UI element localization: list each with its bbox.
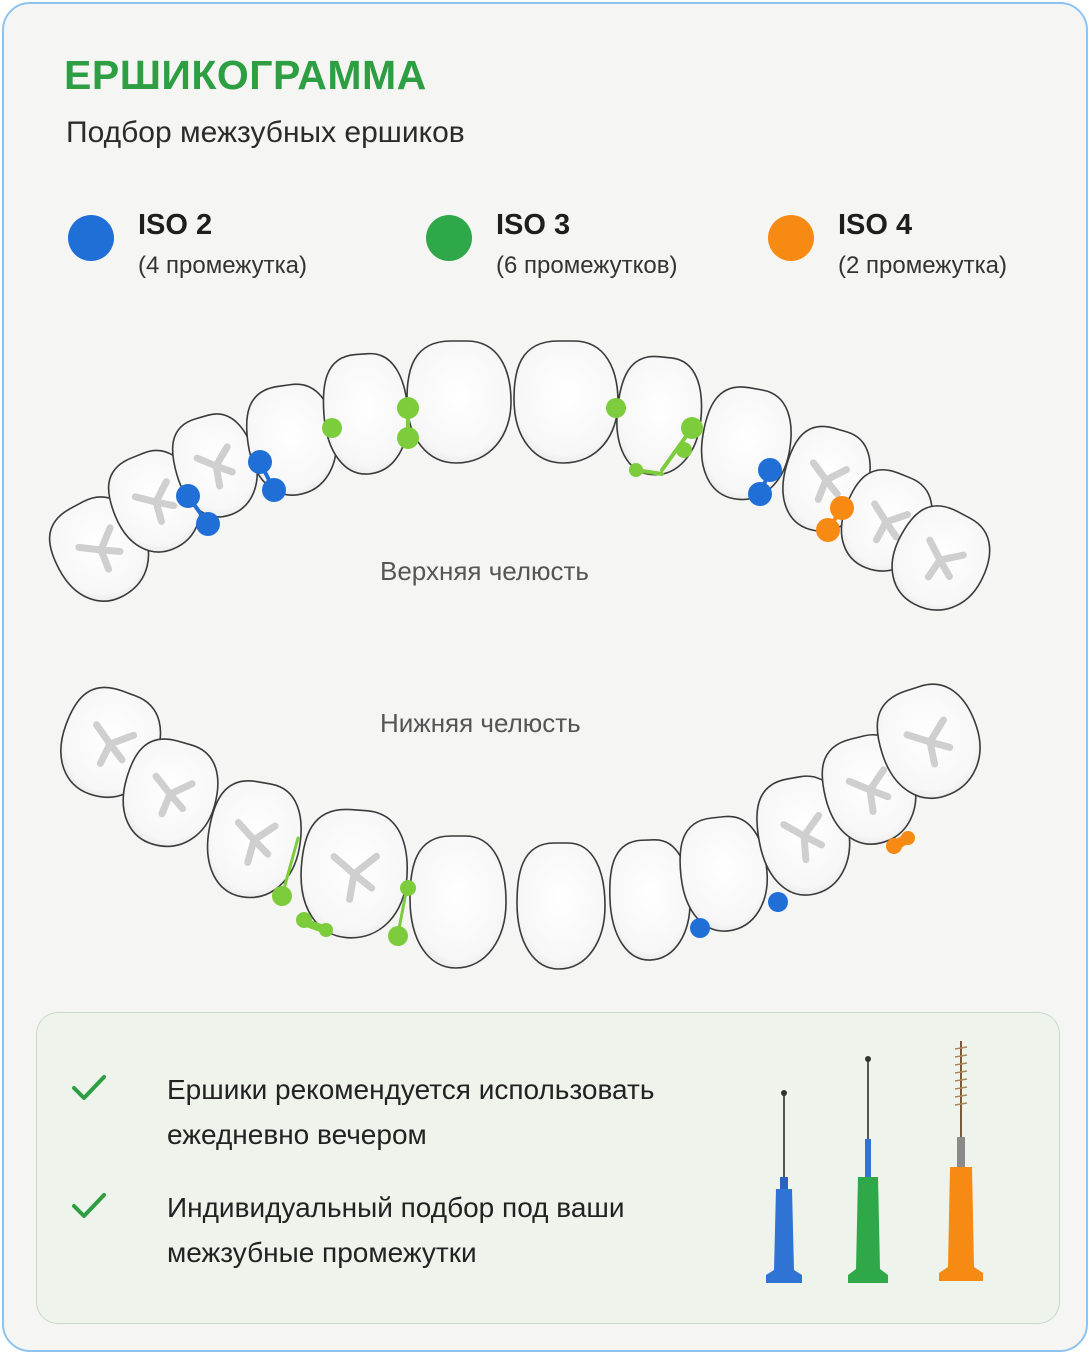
lower-tooth — [876, 683, 981, 800]
tip-text: Ершики рекомендуется использовать ежедне… — [167, 1074, 655, 1150]
brush-connector — [280, 836, 300, 898]
brush-markers — [176, 397, 915, 946]
iso3-marker — [388, 926, 408, 946]
iso2-marker — [768, 892, 788, 912]
iso4-marker — [830, 496, 854, 520]
check-icon — [72, 1193, 106, 1218]
interdental-brush-icon — [939, 1041, 983, 1281]
iso3-marker — [606, 398, 626, 418]
tip-text: Индивидуальный подбор под ваши межзубные… — [167, 1192, 625, 1268]
iso3-marker — [296, 912, 312, 928]
upper-tooth — [322, 352, 409, 475]
dental-chart — [48, 340, 991, 970]
iso2-marker — [748, 482, 772, 506]
page-subtitle: Подбор межзубных ершиков — [66, 116, 465, 149]
iso3-marker — [400, 880, 416, 896]
legend-dot-blue — [68, 215, 114, 261]
iso4-marker — [816, 518, 840, 542]
iso2-marker — [262, 478, 286, 502]
iso3-marker — [319, 923, 333, 937]
upper-tooth — [616, 355, 703, 476]
recommendations-box: Ершики рекомендуется использовать ежедне… — [36, 1012, 1060, 1324]
iso3-marker — [681, 417, 703, 439]
iso3-marker — [629, 463, 643, 477]
upper-tooth — [513, 340, 619, 464]
upper-tooth — [406, 340, 512, 464]
legend-count: (4 промежутка) — [138, 252, 307, 279]
iso2-marker — [176, 484, 200, 508]
iso3-marker — [272, 886, 292, 906]
lower-tooth — [300, 808, 408, 939]
upper-tooth — [891, 505, 991, 611]
upper-jaw-label: Верхняя челюсть — [380, 556, 589, 586]
iso3-marker — [397, 427, 419, 449]
lower-tooth — [409, 835, 507, 969]
interdental-brush-icon — [766, 1090, 802, 1283]
legend-name: ISO 2 — [138, 209, 213, 241]
page-title: ЕРШИКОГРАММА — [64, 52, 427, 98]
iso3-marker — [676, 442, 692, 458]
legend-count: (2 промежутка) — [838, 252, 1007, 279]
iso3-marker — [322, 418, 342, 438]
legend-name: ISO 4 — [838, 209, 913, 241]
lower-tooth — [756, 775, 851, 896]
lower-jaw — [60, 683, 981, 970]
lower-jaw-label: Нижняя челюсть — [380, 708, 581, 738]
interdental-brush-icon — [848, 1056, 888, 1283]
lower-tooth — [122, 738, 219, 848]
iso4-marker — [886, 838, 902, 854]
lower-tooth — [206, 780, 302, 899]
iso3-marker — [397, 397, 419, 419]
iso2-marker — [248, 450, 272, 474]
iso2-marker — [758, 458, 782, 482]
iso4-marker — [901, 831, 915, 845]
iso2-marker — [690, 918, 710, 938]
lower-tooth — [516, 842, 606, 970]
check-icon — [72, 1075, 106, 1100]
legend-count: (6 промежутков) — [496, 252, 678, 279]
legend-dot-green — [426, 215, 472, 261]
legend-name: ISO 3 — [496, 209, 571, 241]
iso2-marker — [196, 512, 220, 536]
legend-dot-orange — [768, 215, 814, 261]
